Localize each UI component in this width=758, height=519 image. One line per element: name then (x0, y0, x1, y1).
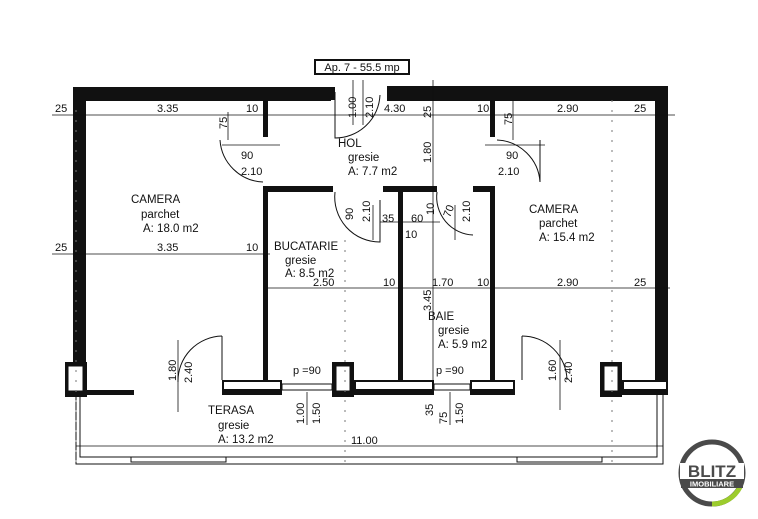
dim-label: 35 (382, 213, 394, 225)
dim-label: 70 (442, 203, 457, 219)
dim-label: 2.10 (461, 201, 473, 222)
dim-label: 1.80 (422, 142, 434, 163)
dim-label: 25 (55, 103, 67, 115)
dim-label: 25 (634, 103, 646, 115)
dim-label: 1.00 (295, 403, 307, 424)
dim-label: 60 (411, 213, 423, 225)
room-floor: gresie (285, 255, 316, 267)
room-camera-right: CAMERA parchet A: 15.4 m2 (529, 204, 595, 244)
dim-label: 1.00 (347, 97, 359, 118)
room-hol: HOL gresie A: 7.7 m2 (338, 138, 397, 178)
walls (65, 86, 668, 397)
dim-label: 10 (246, 242, 258, 254)
room-name: BUCATARIE (274, 241, 338, 253)
dim-label: 1.70 (432, 277, 453, 289)
room-area: A: 5.9 m2 (438, 339, 487, 351)
dim-label: 25 (634, 277, 646, 289)
logo-brand: BLITZ (688, 462, 736, 481)
room-area: A: 18.0 m2 (143, 223, 199, 235)
apartment-title-text: Ap. 7 - 55.5 mp (324, 62, 399, 74)
dim-label: 2.90 (557, 103, 578, 115)
dim-label: 10 (383, 277, 395, 289)
dim-label: 1.60 (547, 360, 559, 381)
room-area: A: 13.2 m2 (218, 434, 274, 446)
dim-label: 10 (477, 103, 489, 115)
room-camera-left: CAMERA parchet A: 18.0 m2 (131, 194, 199, 235)
dim-label: 11.00 (351, 435, 378, 447)
room-floor: parchet (141, 209, 180, 221)
room-floor: parchet (539, 218, 578, 230)
room-area: A: 7.7 m2 (348, 166, 397, 178)
dim-label: 90 (344, 208, 356, 220)
dim-label: 2.40 (563, 362, 575, 383)
room-floor: gresie (438, 325, 469, 337)
logo-sub: IMOBILIARE (690, 480, 734, 489)
room-name: TERASA (208, 405, 254, 417)
dim-label: 90 (241, 150, 253, 162)
dim-label: 75 (503, 113, 515, 125)
dim-label: 1.50 (454, 403, 466, 424)
dim-label: 2.10 (241, 166, 262, 178)
dim-label: 1.50 (311, 403, 323, 424)
dimension-lines (52, 80, 675, 470)
terrace-outline (75, 395, 664, 465)
room-terasa: TERASA gresie A: 13.2 m2 (208, 405, 274, 446)
dim-label: 2.10 (361, 201, 373, 222)
room-bucatarie: BUCATARIE gresie A: 8.5 m2 (274, 241, 338, 280)
dim-label: 25 (422, 106, 434, 118)
dim-label: 25 (55, 242, 67, 254)
room-baie: BAIE gresie A: 5.9 m2 (428, 311, 487, 351)
dim-label: 10 (425, 203, 437, 215)
room-floor: gresie (218, 420, 249, 432)
dim-label: 75 (218, 117, 230, 129)
dim-label: 35 (424, 404, 436, 416)
dim-label: p =90 (436, 365, 464, 377)
dim-label: p =90 (293, 365, 321, 377)
dim-label: 75 (438, 412, 450, 424)
doors (177, 92, 568, 383)
dim-label: 3.35 (157, 242, 178, 254)
room-name: CAMERA (131, 194, 181, 206)
dim-label: 2.10 (364, 97, 376, 118)
room-floor: gresie (348, 152, 379, 164)
room-name: HOL (338, 138, 362, 150)
blitz-logo: BLITZ IMOBILIARE (678, 439, 746, 507)
dim-label: 2.40 (183, 362, 195, 383)
dim-label: 4.30 (384, 103, 405, 115)
dim-label: 1.80 (167, 360, 179, 381)
dim-label: 2.90 (557, 277, 578, 289)
dim-label: 10 (405, 229, 417, 241)
room-name: CAMERA (529, 204, 579, 216)
dim-label: 3.45 (422, 290, 434, 311)
dim-label: 10 (477, 277, 489, 289)
dim-label: 90 (506, 150, 518, 162)
room-area: A: 8.5 m2 (285, 268, 334, 280)
dim-label: 10 (246, 103, 258, 115)
room-area: A: 15.4 m2 (539, 232, 595, 244)
dim-label: 3.35 (157, 103, 178, 115)
dim-label: 2.50 (313, 277, 334, 289)
room-name: BAIE (428, 311, 455, 323)
apartment-title: Ap. 7 - 55.5 mp (314, 59, 410, 75)
dimension-labels: 25 3.35 10 75 90 2.10 1.00 2.10 4.30 25 … (55, 97, 646, 447)
dim-label: 2.10 (498, 166, 519, 178)
